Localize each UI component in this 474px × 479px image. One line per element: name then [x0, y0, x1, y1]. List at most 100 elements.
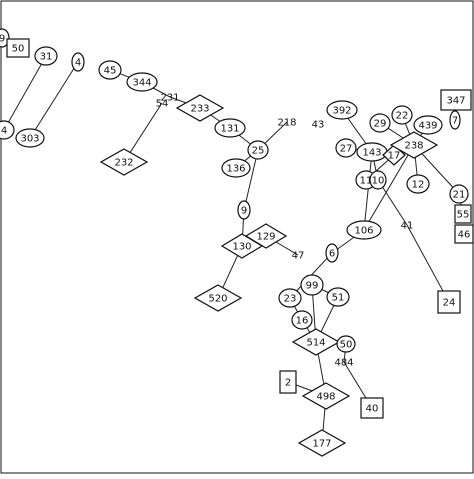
node-n131: 131: [214, 118, 246, 138]
node-diamond: [193, 284, 243, 312]
node-label: 218: [277, 118, 296, 129]
node-label: 498: [316, 392, 335, 403]
node-label: 439: [418, 121, 437, 132]
node-n520: 520: [193, 284, 243, 312]
node-diamond: [220, 233, 264, 259]
node-n347: 347: [440, 89, 472, 111]
node-label: 46: [458, 230, 471, 241]
node-n218: 218: [277, 118, 296, 129]
node-ellipse: [326, 287, 350, 307]
node-label: 303: [20, 134, 39, 145]
node-label: 21: [453, 190, 466, 201]
node-label: 54: [156, 99, 169, 110]
node-label: 136: [226, 164, 245, 175]
node-ellipse: [449, 184, 469, 204]
node-label: 484: [334, 358, 353, 369]
node-label: 25: [252, 146, 265, 157]
node-label: 520: [208, 294, 227, 305]
node-label: 6: [329, 249, 335, 260]
node-n238: 238: [389, 131, 439, 159]
node-label: 9: [241, 206, 247, 217]
node-n136: 136: [221, 158, 251, 178]
node-label: 106: [354, 226, 373, 237]
node-ellipse: [214, 118, 246, 138]
node-ellipse: [247, 140, 269, 160]
node-label: 233: [190, 104, 209, 115]
node-label: 41: [401, 221, 414, 232]
node-label: 9: [0, 34, 5, 45]
node-n9: 9: [237, 200, 251, 220]
node-n22: 22: [391, 105, 413, 125]
node-n514: 514: [291, 328, 341, 356]
node-label: 231: [160, 93, 179, 104]
node-ellipse: [391, 105, 413, 125]
node-n392: 392: [326, 100, 358, 120]
node-label: 40: [366, 404, 379, 415]
node-n46: 46: [454, 224, 474, 244]
node-ellipse: [71, 52, 85, 72]
node-n143: 143: [356, 142, 388, 162]
node-ellipse: [237, 200, 251, 220]
node-label: 392: [332, 106, 351, 117]
node-label: 2: [285, 378, 291, 389]
node-label: 131: [220, 124, 239, 135]
node-n303: 303: [15, 128, 45, 148]
node-n51: 51: [326, 287, 350, 307]
node-n130: 130: [220, 233, 264, 259]
node-ellipse: [291, 310, 313, 330]
node-n50b: 50: [336, 335, 356, 353]
node-n10: 10: [369, 170, 387, 190]
edge-n41-n24: [406, 224, 450, 303]
node-n233: 233: [175, 94, 225, 122]
node-diamond: [99, 148, 149, 176]
node-ellipse: [413, 115, 443, 135]
node-ellipse: [369, 170, 387, 190]
node-label: 23: [284, 294, 297, 305]
node-label: 22: [396, 111, 409, 122]
node-n50: 50: [6, 38, 30, 58]
node-n498: 498: [301, 382, 351, 410]
edge-n4-n303: [29, 61, 79, 139]
node-label: 143: [362, 148, 381, 159]
node-n25: 25: [247, 140, 269, 160]
node-label: 50: [340, 340, 353, 351]
node-n55: 55: [454, 204, 472, 224]
node-n232: 232: [99, 148, 149, 176]
edge-n25-n9: [243, 149, 259, 211]
node-n439: 439: [413, 115, 443, 135]
node-n2: 2: [279, 370, 297, 394]
node-n12: 12: [406, 174, 430, 194]
node-ellipse: [449, 110, 461, 130]
node-label: 45: [104, 66, 117, 77]
node-ellipse: [98, 60, 122, 80]
node-rect: [437, 290, 461, 314]
node-label: 29: [374, 119, 387, 130]
node-n31: 31: [34, 46, 58, 66]
node-label: 130: [232, 242, 251, 253]
node-rect: [279, 370, 297, 394]
node-label: 31: [40, 52, 53, 63]
node-ellipse: [335, 138, 357, 158]
node-ellipse: [369, 113, 391, 133]
node-ellipse: [221, 158, 251, 178]
node-label: 12: [412, 180, 425, 191]
node-ellipse: [346, 220, 382, 240]
node-label: 27: [340, 144, 353, 155]
node-n47: 47: [292, 251, 305, 262]
node-n4b: 4: [0, 120, 15, 140]
node-ellipse: [300, 274, 324, 296]
edge-n238-n106: [363, 144, 415, 231]
node-ellipse: [34, 46, 58, 66]
node-label: 232: [114, 158, 133, 169]
node-label: 347: [446, 96, 465, 107]
node-ellipse: [326, 100, 358, 120]
node-label: 177: [312, 439, 331, 450]
node-label: 17: [388, 151, 401, 162]
node-label: 11: [360, 176, 373, 187]
node-label: 51: [332, 293, 345, 304]
node-label: 43: [312, 120, 325, 131]
edge-n106-n143: [363, 151, 373, 231]
node-diamond: [301, 382, 351, 410]
